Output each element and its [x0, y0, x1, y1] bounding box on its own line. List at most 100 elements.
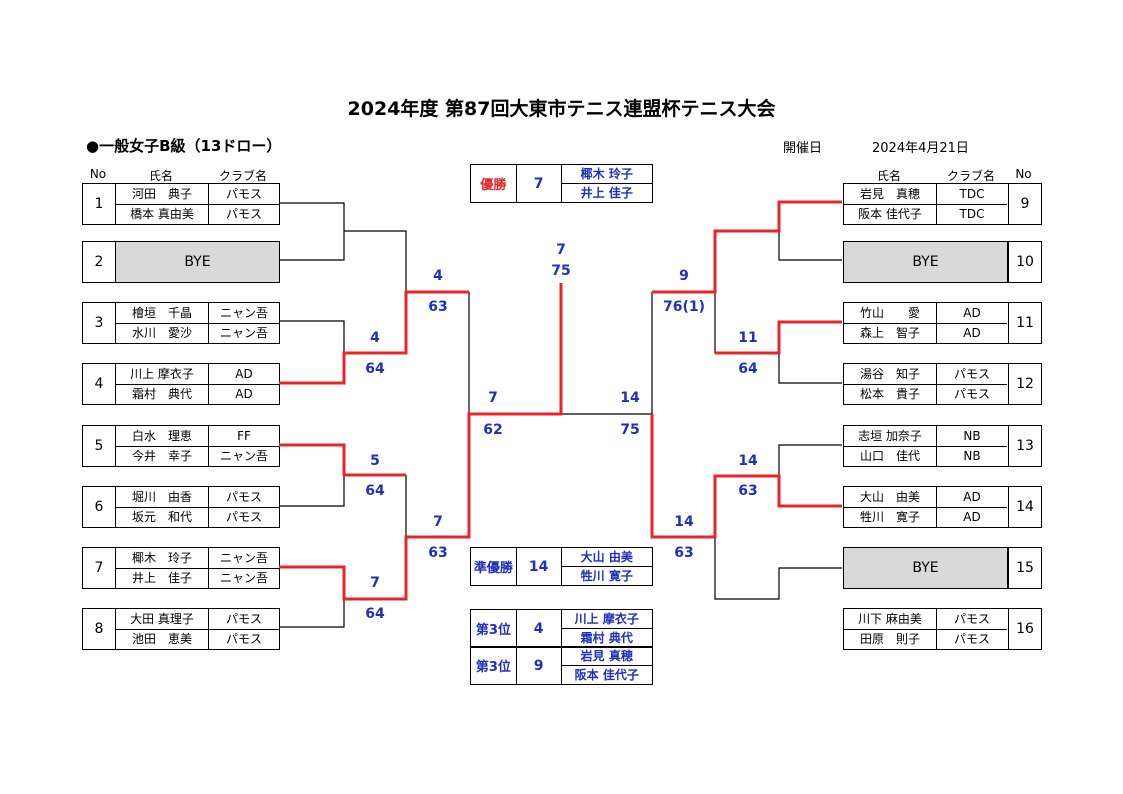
player-name: 坂元 和代 — [116, 507, 209, 527]
club-name: パモス — [225, 207, 262, 221]
result-number: 14 — [517, 548, 562, 585]
win-path-7 — [279, 283, 563, 601]
entry-no: 6 — [83, 487, 116, 527]
header-no-right: No — [1015, 167, 1032, 181]
club-name: ニャン吾 — [219, 306, 268, 320]
club-name: パモス — [225, 187, 262, 201]
player-name: 川下 麻由美 — [844, 609, 937, 629]
club-name: AD — [963, 326, 981, 340]
win-path-9 — [652, 200, 842, 294]
result-number: 4 — [517, 610, 562, 647]
player-name: 橋本 真由美 — [116, 204, 209, 224]
score-value: 63 — [674, 545, 694, 561]
score-value: 64 — [365, 483, 385, 499]
entry-no: 1 — [83, 184, 116, 224]
club-name: パモス — [225, 612, 262, 626]
result-winner: 優勝 7 椰木 玲子 井上 佳子 — [470, 164, 653, 203]
club-name: FF — [237, 429, 251, 443]
player-name: 大山 由美 — [844, 487, 937, 507]
result-player: 椰木 玲子 — [561, 165, 652, 184]
score-value: 64 — [738, 361, 758, 377]
score-value: 64 — [365, 606, 385, 622]
bye-slot: BYE — [844, 548, 1008, 588]
player-name: 阪本 佳代子 — [844, 204, 937, 224]
player-name: 今井 幸子 — [116, 446, 209, 466]
club-name: ニャン吾 — [219, 551, 268, 565]
club-name: AD — [963, 306, 981, 320]
club-name: AD — [235, 387, 253, 401]
player-name: 竹山 愛 — [844, 303, 937, 323]
entry-2: 2 BYE — [82, 241, 280, 283]
result-player: 大山 由美 — [561, 548, 652, 567]
club-name: パモス — [225, 510, 262, 524]
win-path-11 — [715, 320, 842, 355]
player-name: 大田 真理子 — [116, 609, 209, 629]
entry-no: 15 — [1008, 548, 1041, 588]
line-l-r2a-out — [344, 230, 407, 292]
header-club-right: クラブ名 — [946, 169, 995, 183]
bye-slot: BYE — [844, 242, 1008, 282]
entry-no: 4 — [83, 364, 116, 404]
entry-no: 14 — [1008, 487, 1041, 527]
line-l-r1d-bot — [279, 599, 345, 628]
entry-6: 6 堀川 由香パモス 坂元 和代パモス — [82, 486, 280, 528]
header-no-left: No — [89, 167, 107, 181]
player-name: 池田 恵美 — [116, 629, 209, 649]
score-value: 63 — [428, 299, 448, 315]
entry-16: 川下 麻由美パモス 田原 則子パモス 16 — [843, 608, 1042, 650]
entry-15: BYE 15 — [843, 547, 1042, 589]
result-label: 第3位 — [471, 647, 517, 684]
score-value: 63 — [738, 483, 758, 499]
result-player: 牲川 寛子 — [580, 569, 633, 583]
player-name: 田原 則子 — [844, 629, 937, 649]
player-name: 森上 智子 — [844, 323, 937, 343]
entry-no: 9 — [1008, 184, 1041, 224]
club-name: パモス — [225, 490, 262, 504]
entry-no: 16 — [1008, 609, 1041, 649]
result-player: 井上 佳子 — [580, 186, 633, 200]
club-name: TDC — [959, 187, 985, 201]
page-title: 2024年度 第87回大東市テニス連盟杯テニス大会 — [347, 98, 776, 120]
entry-8: 8 大田 真理子パモス 池田 恵美パモス — [82, 608, 280, 650]
player-name: 岩見 真穂 — [844, 184, 937, 204]
score-winner: 11 — [738, 330, 758, 346]
line-r-r1c-top — [778, 444, 842, 476]
entry-7: 7 椰木 玲子ニャン吾 井上 佳子ニャン吾 — [82, 547, 280, 589]
score-winner: 7 — [556, 242, 566, 258]
bye-slot: BYE — [116, 242, 279, 282]
club-name: NB — [963, 429, 981, 443]
header-club-left: クラブ名 — [218, 169, 267, 183]
entry-no: 11 — [1008, 303, 1041, 343]
score-value: 63 — [428, 545, 448, 561]
line-r-r1d — [714, 537, 842, 600]
header-name-left: 氏名 — [148, 169, 173, 183]
entry-no: 3 — [83, 303, 116, 343]
win-path-14 — [650, 414, 842, 539]
player-name: 水川 愛沙 — [116, 323, 209, 343]
result-label: 優勝 — [471, 165, 517, 202]
entry-12: 湯谷 知子パモス 松本 貴子パモス 12 — [843, 363, 1042, 405]
club-name: ニャン吾 — [219, 449, 268, 463]
score-winner: 9 — [679, 268, 689, 284]
result-third-a: 第3位 4 川上 摩衣子 霜村 典代 — [470, 609, 653, 648]
result-player: 川上 摩衣子 — [561, 610, 652, 629]
result-third-b: 第3位 9 岩見 真穂 阪本 佳代子 — [470, 646, 653, 685]
date-value: 2024年4月21日 — [872, 141, 969, 156]
win-path-5 — [279, 443, 406, 477]
club-name: パモス — [953, 612, 990, 626]
result-player: 岩見 真穂 — [561, 647, 652, 666]
player-name: 霜村 典代 — [116, 384, 209, 404]
player-name: 志垣 加奈子 — [844, 426, 937, 446]
club-name: NB — [963, 449, 981, 463]
score-winner: 14 — [738, 453, 758, 469]
line-l-r1c-bot — [279, 475, 345, 507]
date-label: 開催日 — [783, 141, 823, 156]
entry-no: 7 — [83, 548, 116, 588]
header-name-right: 氏名 — [876, 169, 901, 183]
player-name: 川上 摩衣子 — [116, 364, 209, 384]
line-r-r1a — [778, 202, 842, 261]
